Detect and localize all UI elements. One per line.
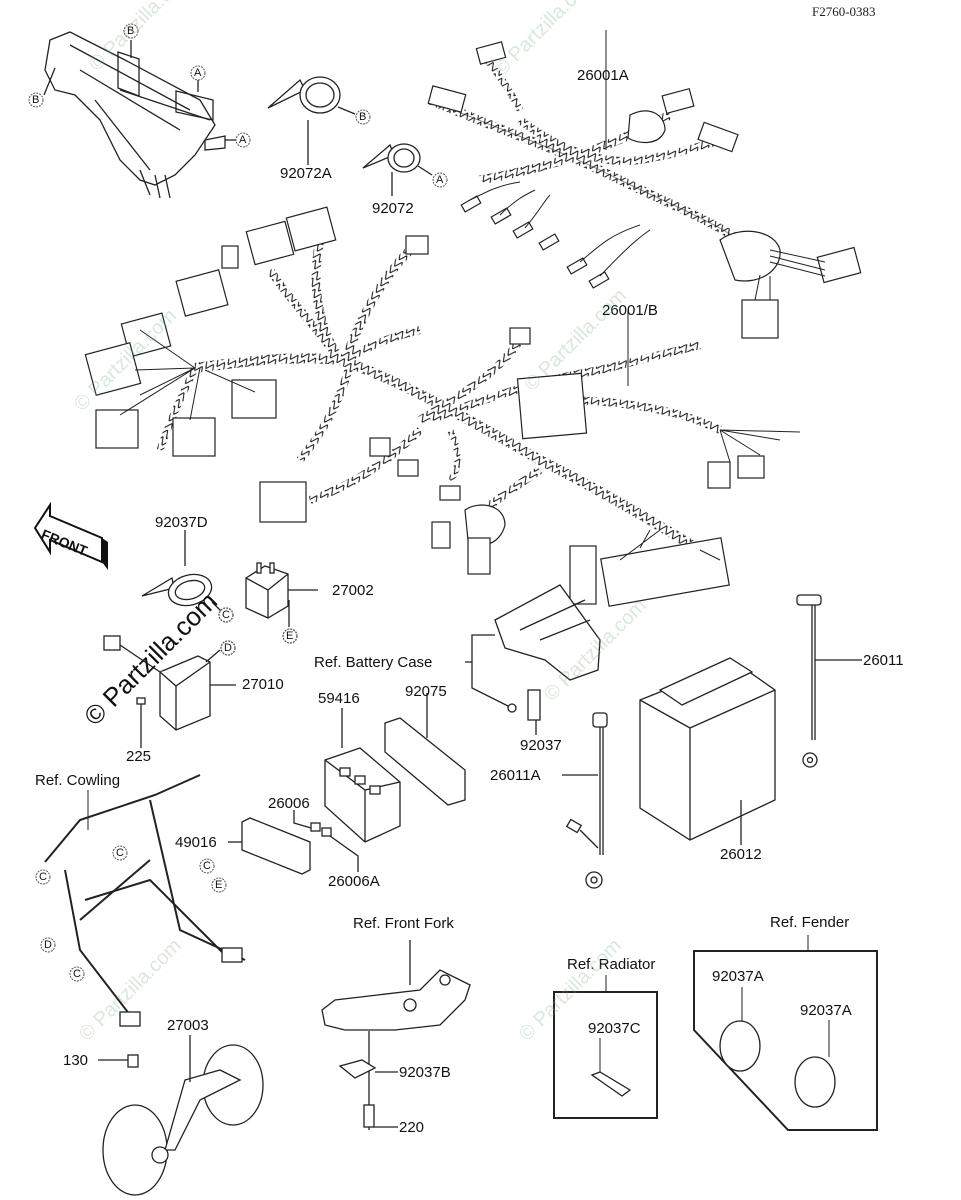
cover-49016-illustration	[228, 817, 311, 875]
callout-letter-c: C	[222, 609, 230, 621]
part-label-26006[interactable]: 26006	[268, 795, 310, 812]
flasher-27010-illustration	[103, 635, 236, 748]
part-label-26006A[interactable]: 26006A	[328, 873, 380, 890]
callout-circles-cowling	[35, 845, 227, 982]
ref-cowling-label: Ref. Cowling	[35, 772, 121, 789]
part-label-26011[interactable]: 26011	[863, 652, 904, 669]
callout-letter-e: E	[286, 630, 294, 642]
part-label-92037A[interactable]: 92037A	[712, 968, 764, 985]
callout-letter-b: B	[359, 111, 367, 123]
part-label-27003[interactable]: 27003	[167, 1017, 209, 1034]
clamp-92037D-illustration	[141, 530, 234, 623]
front-fork-illustration	[321, 940, 471, 1130]
callout-circles-frame	[28, 23, 251, 148]
part-label-26001A[interactable]: 26001A	[577, 67, 629, 84]
cowling-bracket-illustration	[44, 774, 246, 1027]
band-92075-illustration	[384, 693, 466, 806]
ref-battery-case-label: Ref. Battery Case	[314, 654, 433, 671]
radiator-box	[553, 975, 658, 1119]
part-label-225[interactable]: 225	[126, 748, 152, 765]
horn-27003-illustration	[98, 1035, 264, 1196]
part-label-92037B[interactable]: 92037B	[399, 1064, 451, 1081]
callout-letter-a: A	[436, 174, 444, 186]
part-label-92037[interactable]: 92037	[520, 737, 562, 754]
callout-circles-bands	[355, 109, 448, 188]
callout-letter-c: C	[116, 847, 124, 859]
part-label-26011A[interactable]: 26011A	[490, 767, 541, 784]
callout-letter-a: A	[194, 67, 202, 79]
callout-letter-b: B	[32, 94, 40, 106]
drawing-code: F2760-0383	[812, 4, 876, 19]
lead-26011-illustration	[796, 594, 862, 768]
part-label-92075[interactable]: 92075	[405, 683, 447, 700]
part-label-220[interactable]: 220	[399, 1119, 425, 1136]
frame-illustration	[43, 31, 236, 199]
part-label-26012[interactable]: 26012	[720, 846, 762, 863]
callout-letter-a: A	[239, 134, 247, 146]
callout-letter-c: C	[73, 968, 81, 980]
part-label-26001B[interactable]: 26001/B	[602, 302, 658, 319]
fender-box	[693, 935, 878, 1131]
callout-letter-c: C	[39, 871, 47, 883]
part-label-130[interactable]: 130	[63, 1052, 89, 1069]
ref-radiator-label: Ref. Radiator	[567, 956, 656, 973]
callout-letter-c: C	[203, 860, 211, 872]
relay-27002-illustration	[245, 562, 318, 644]
battery-case-bracket-illustration	[465, 584, 601, 735]
cable-band-92072A-illustration	[267, 76, 356, 165]
battery-26012-illustration	[639, 657, 776, 845]
part-label-59416[interactable]: 59416	[318, 690, 360, 707]
part-label-92037C[interactable]: 92037C	[588, 1020, 641, 1037]
part-label-27002[interactable]: 27002	[332, 582, 374, 599]
part-label-92072A[interactable]: 92072A	[280, 165, 332, 182]
part-label-92037A[interactable]: 92037A	[800, 1002, 852, 1019]
main-harness-illustration	[84, 206, 801, 607]
part-label-92072[interactable]: 92072	[372, 200, 414, 217]
part-label-92037D[interactable]: 92037D	[155, 514, 208, 531]
ref-front-fork-label: Ref. Front Fork	[353, 915, 454, 932]
callout-letter-e: E	[215, 879, 223, 891]
rear-harness-illustration	[427, 30, 862, 339]
fuse-box-59416-illustration	[293, 708, 401, 872]
callout-letter-d: D	[44, 939, 52, 951]
front-arrow-illustration	[33, 501, 108, 570]
part-label-27010[interactable]: 27010	[242, 676, 284, 693]
lead-26011A-illustration	[562, 712, 608, 889]
cable-band-92072-illustration	[362, 143, 433, 196]
callout-letter-b: B	[127, 25, 135, 37]
part-label-49016[interactable]: 49016	[175, 834, 217, 851]
ref-fender-label: Ref. Fender	[770, 914, 850, 931]
callout-letter-d: D	[224, 642, 232, 654]
